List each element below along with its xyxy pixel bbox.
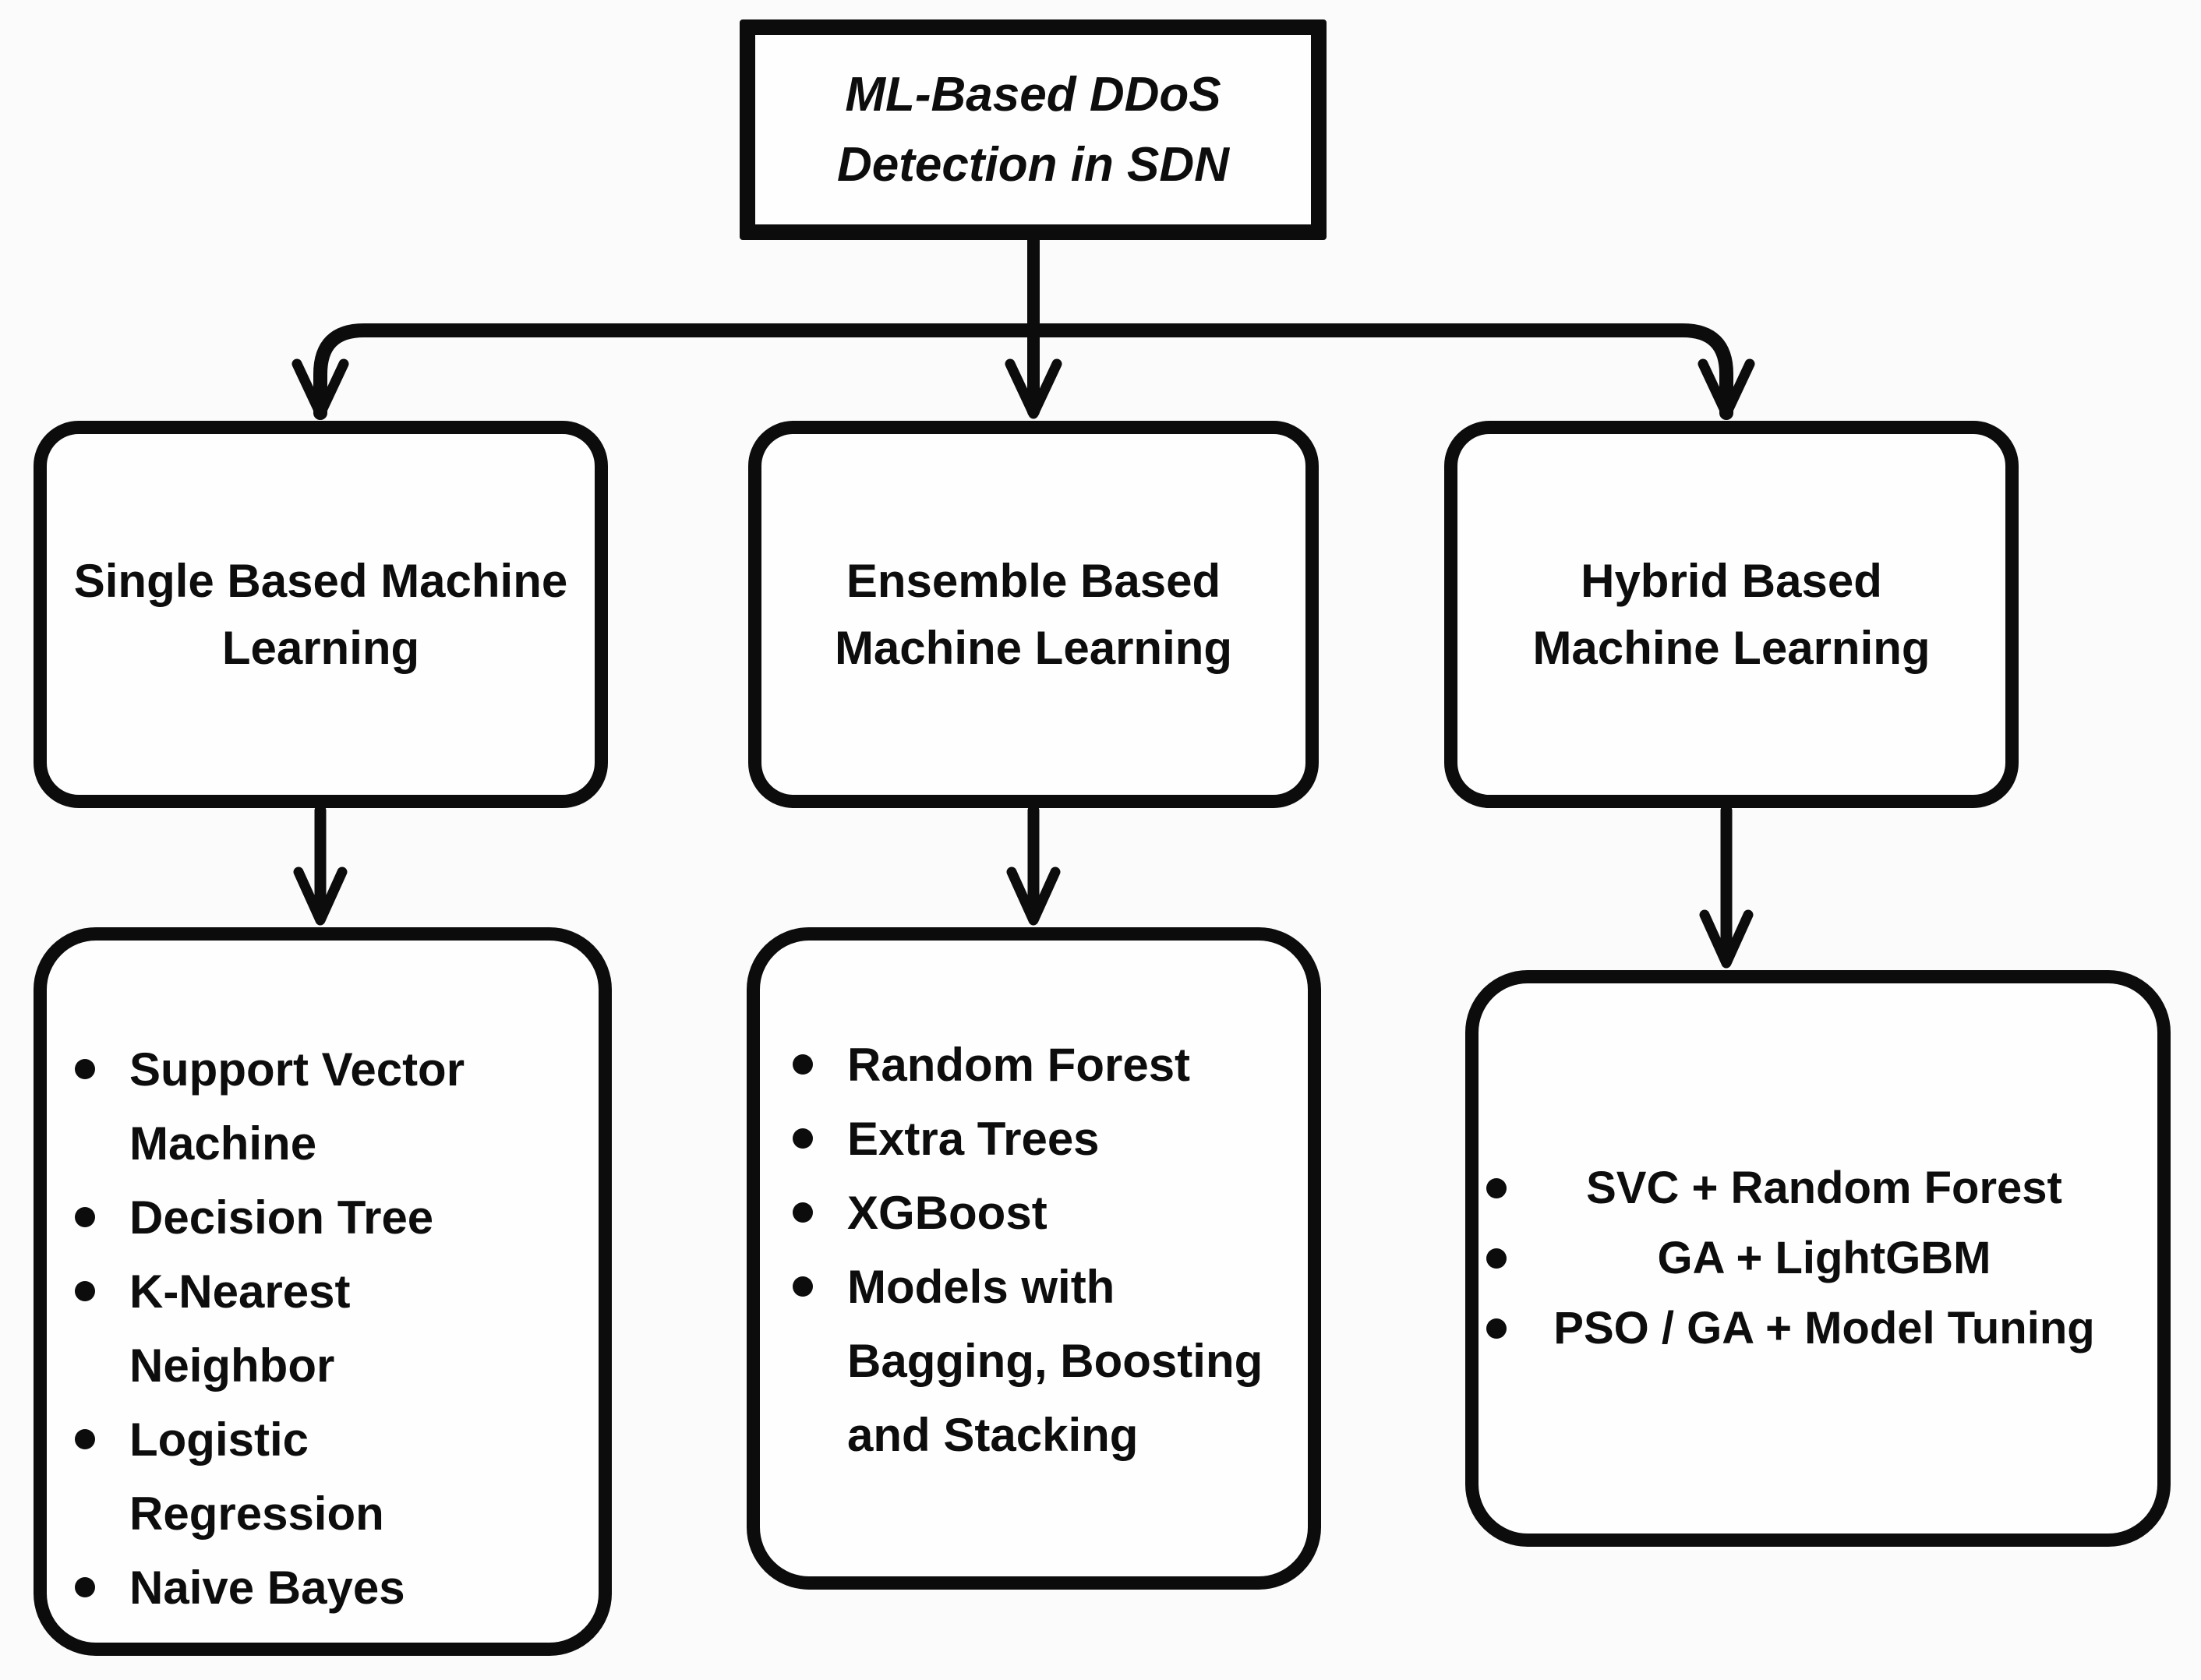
single-methods-list: Support Vector Machine Decision Tree K-N… (47, 941, 599, 1643)
list-item-label: Naive Bayes (129, 1562, 405, 1614)
bullet-dot-icon (793, 1202, 813, 1223)
bullet-dot-icon (793, 1276, 813, 1297)
bullet-dot-icon (1486, 1318, 1507, 1339)
methods-box-ensemble-ml: Random Forest Extra Trees XGBoost Models… (747, 927, 1321, 1590)
list-item: PSO / GA + Model Tuning (1486, 1294, 2134, 1364)
list-item-label: Random Forest (847, 1039, 1191, 1091)
hybrid-methods-arrowhead (1699, 909, 1754, 969)
ensemble-methods-arrowhead (1006, 866, 1061, 926)
list-item-label: Support Vector Machine (129, 1043, 465, 1170)
list-item-label: SVC + Random Forest (1586, 1163, 2062, 1213)
branch-box-single-label: Single Based Machine Learning (73, 555, 568, 674)
list-item: Models with Bagging, Boosting and Stacki… (793, 1250, 1292, 1472)
list-item: GA + LightGBM (1486, 1223, 2134, 1294)
bullet-dot-icon (793, 1128, 813, 1149)
list-item: Logistic Regression (75, 1403, 583, 1551)
list-item: Support Vector Machine (75, 1032, 583, 1181)
bullet-dot-icon (75, 1429, 95, 1449)
branch-box-hybrid-ml: Hybrid Based Machine Learning (1444, 421, 2019, 808)
bullet-dot-icon (75, 1059, 95, 1079)
arrowhead-right (1698, 358, 1755, 419)
bullet-dot-icon (1486, 1248, 1507, 1269)
list-item: K-Nearest Neighbor (75, 1255, 583, 1403)
list-item: Naive Bayes (75, 1551, 583, 1625)
branch-rail-line (313, 323, 1733, 420)
bullet-dot-icon (793, 1054, 813, 1075)
single-methods-arrowhead (293, 866, 348, 926)
list-item: Random Forest (793, 1028, 1292, 1102)
arrowhead-center (1005, 358, 1062, 419)
list-item-label: Decision Tree (129, 1191, 434, 1244)
list-item-label: Extra Trees (847, 1113, 1100, 1165)
bullet-dot-icon (1486, 1178, 1507, 1198)
list-item-label: PSO / GA + Model Tuning (1553, 1303, 2095, 1354)
list-item-label: Logistic Regression (129, 1414, 384, 1540)
branch-box-single-ml: Single Based Machine Learning (34, 421, 608, 808)
branch-box-ensemble-ml: Ensemble Based Machine Learning (748, 421, 1319, 808)
list-item-label: K-Nearest Neighbor (129, 1265, 351, 1392)
list-item: XGBoost (793, 1176, 1292, 1250)
list-item-label: GA + LightGBM (1657, 1233, 1991, 1283)
methods-box-single-ml: Support Vector Machine Decision Tree K-N… (34, 927, 612, 1656)
list-item-label: Models with Bagging, Boosting and Stacki… (847, 1261, 1263, 1461)
bullet-dot-icon (75, 1207, 95, 1227)
root-box-label: ML-Based DDoS Detection in SDN (837, 67, 1229, 192)
list-item: SVC + Random Forest (1486, 1153, 2134, 1223)
branch-box-ensemble-label: Ensemble Based Machine Learning (834, 555, 1233, 674)
bullet-dot-icon (75, 1577, 95, 1597)
ensemble-methods-list: Random Forest Extra Trees XGBoost Models… (760, 941, 1308, 1576)
list-item: Decision Tree (75, 1181, 583, 1255)
list-item-label: XGBoost (847, 1187, 1048, 1239)
bullet-dot-icon (75, 1281, 95, 1301)
root-box-ml-ddos-detection: ML-Based DDoS Detection in SDN (740, 19, 1327, 240)
branch-box-hybrid-label: Hybrid Based Machine Learning (1532, 555, 1931, 674)
arrowhead-left (291, 358, 349, 419)
hybrid-methods-list: SVC + Random Forest GA + LightGBM PSO / … (1479, 983, 2157, 1534)
list-item: Extra Trees (793, 1102, 1292, 1176)
methods-box-hybrid-ml: SVC + Random Forest GA + LightGBM PSO / … (1465, 970, 2171, 1547)
